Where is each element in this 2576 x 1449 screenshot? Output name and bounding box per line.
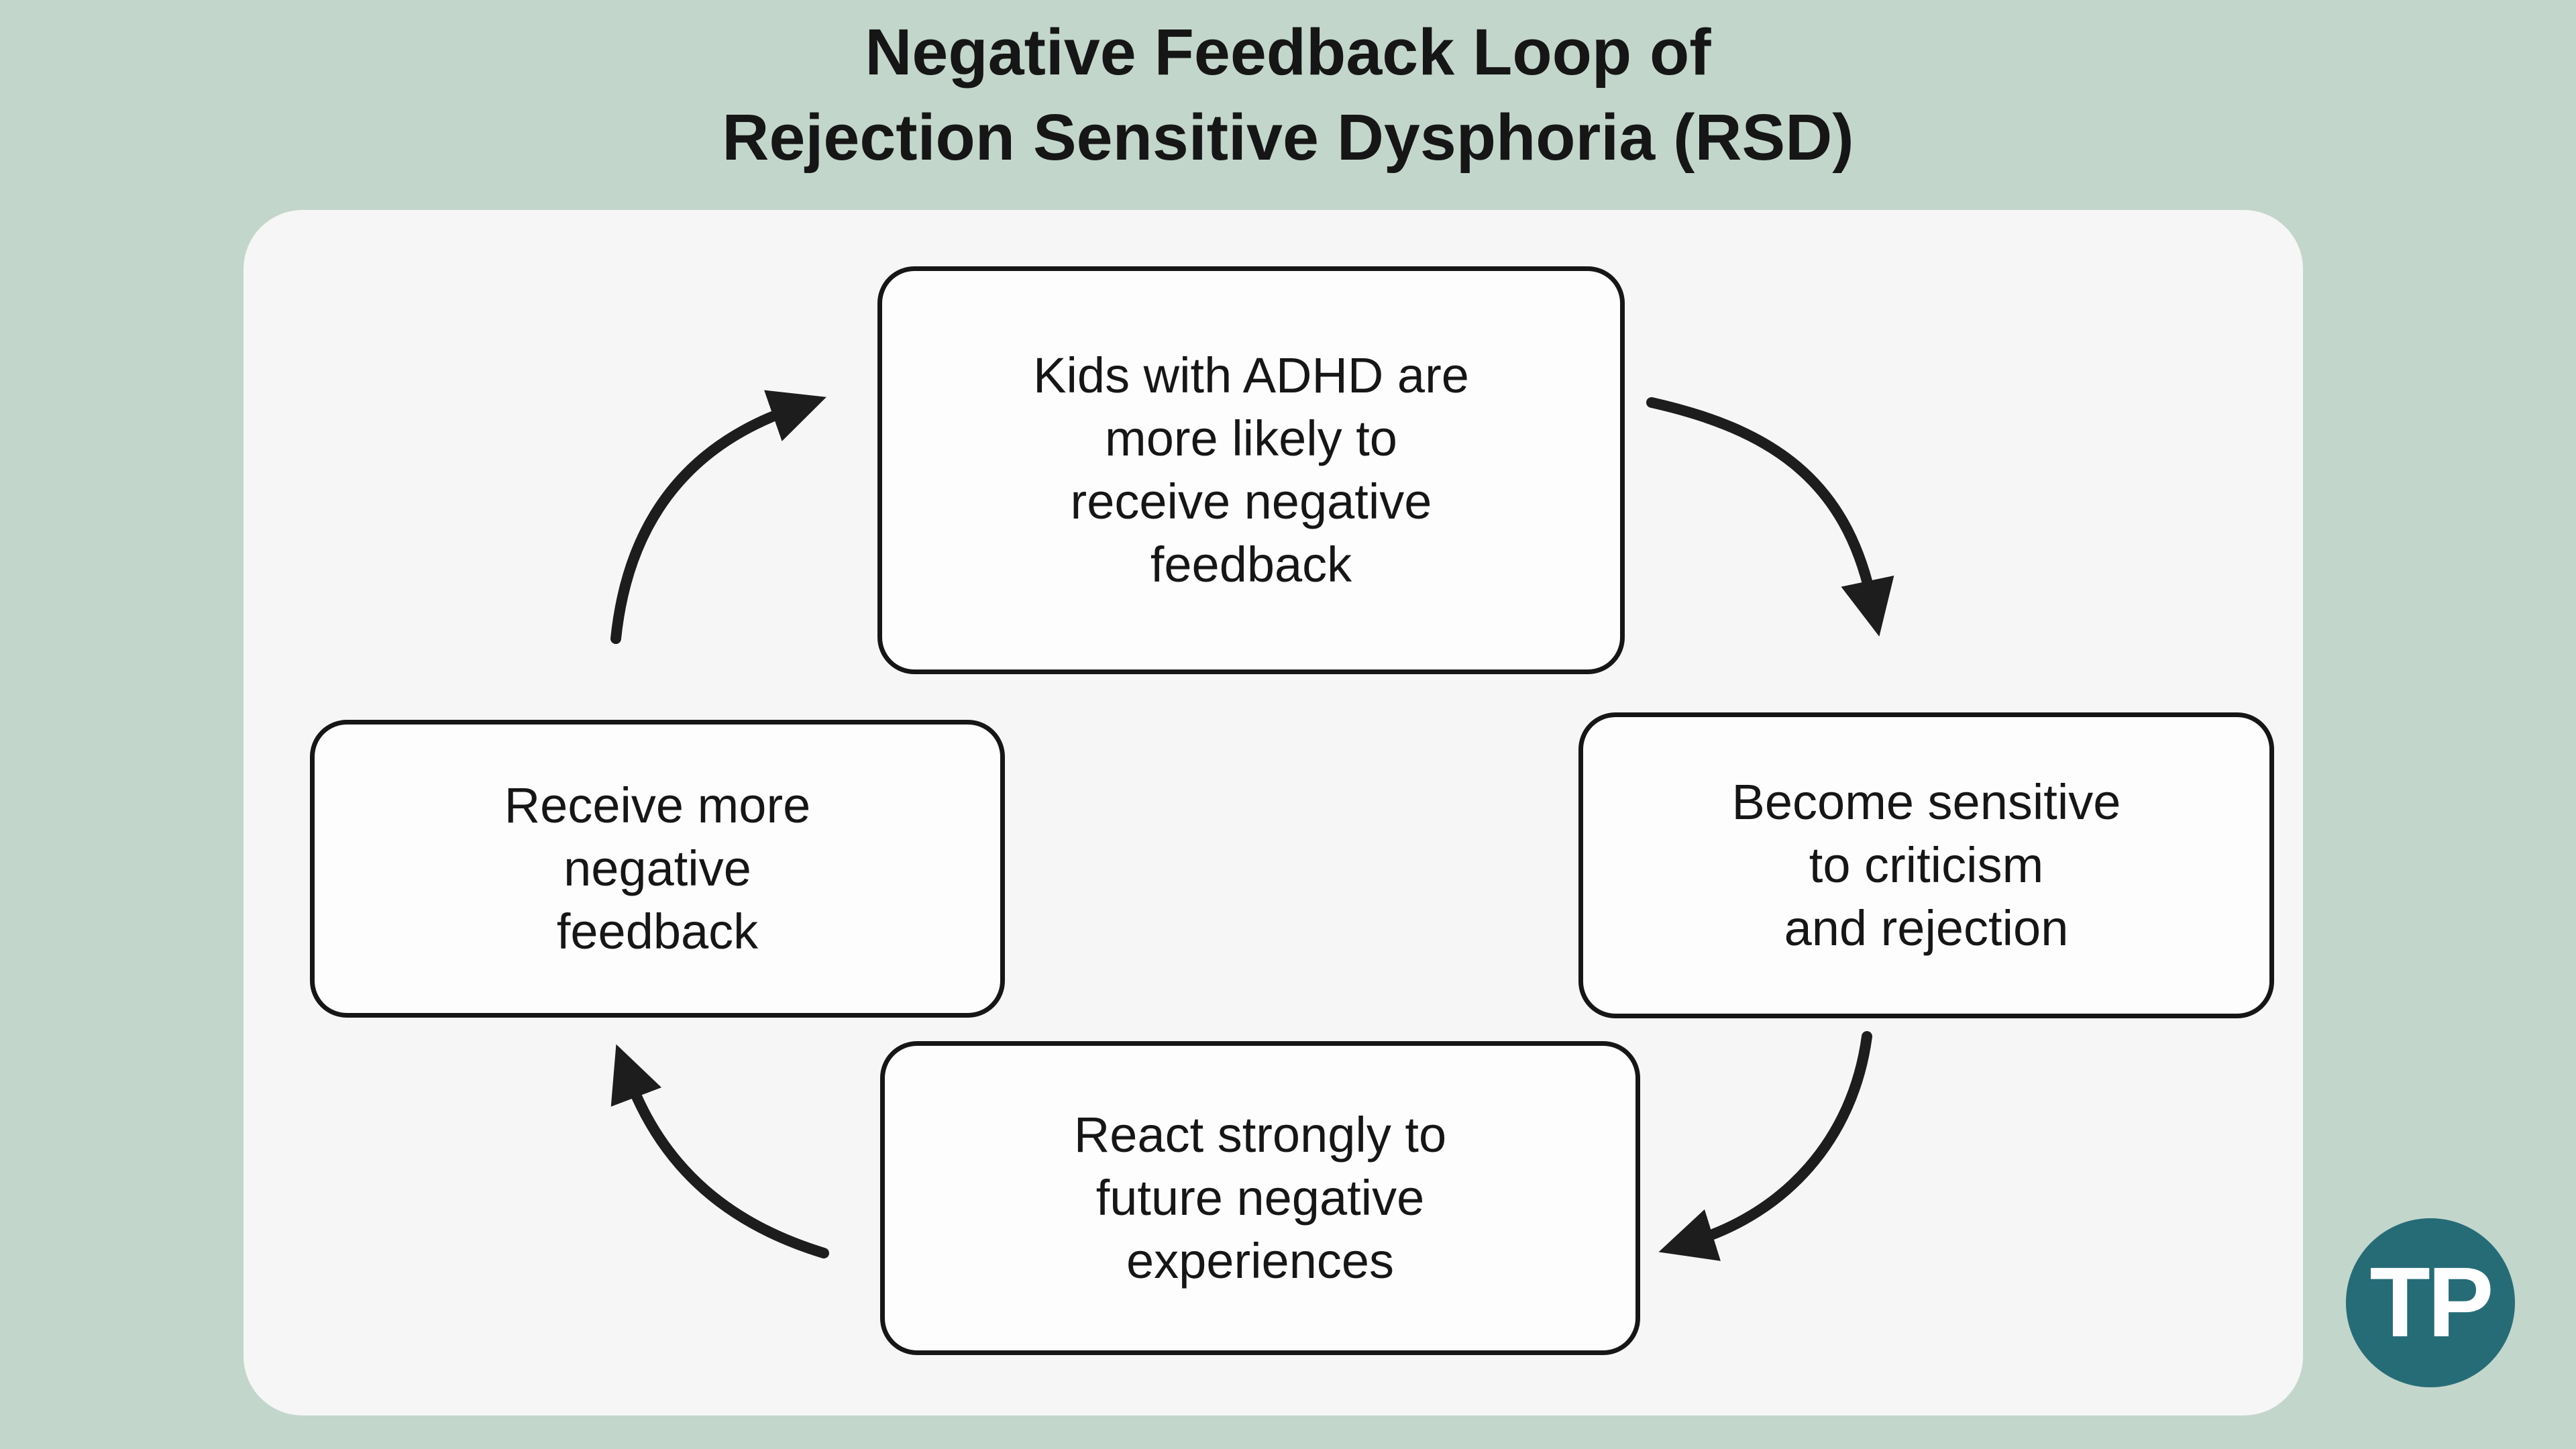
step-text-line: negative (564, 841, 751, 896)
arrow-right-to-bottom-icon (1658, 1031, 1872, 1261)
step-text-line: React strongly to (1073, 1107, 1447, 1163)
diagram-title-line1: Negative Feedback Loop of (865, 15, 1711, 89)
diagram-title-line2: Rejection Sensitive Dysphoria (RSD) (722, 101, 1854, 174)
step-text-line: feedback (556, 904, 759, 959)
step-text-line: future negative (1095, 1170, 1425, 1226)
step-text-line: feedback (1150, 537, 1352, 592)
arrow-top-to-right-icon (1646, 397, 1894, 637)
step-text-line: receive negative (1070, 474, 1432, 529)
step-text-line: Kids with ADHD are (1033, 347, 1469, 403)
cycle-step-become-sensitive: Become sensitive to criticism and reject… (1578, 712, 2274, 1018)
diagram-title: Negative Feedback Loop of Rejection Sens… (0, 9, 2576, 180)
cycle-step-negative-feedback-likelihood: Kids with ADHD are more likely to receiv… (877, 266, 1625, 674)
cycle-step-receive-more-feedback: Receive more negative feedback (310, 720, 1005, 1018)
tp-brand-logo: TP (2346, 1218, 2515, 1387)
step-text-line: more likely to (1105, 411, 1397, 466)
arrow-bottom-to-left-icon (610, 1044, 829, 1258)
arrow-left-to-top-icon (610, 390, 826, 644)
step-text-line: Receive more (504, 777, 811, 833)
cycle-step-react-strongly: React strongly to future negative experi… (880, 1041, 1640, 1355)
step-text-line: to criticism (1809, 837, 2044, 893)
step-text-line: and rejection (1784, 900, 2069, 956)
step-text-line: Become sensitive (1731, 774, 2121, 830)
tp-logo-text: TP (2369, 1247, 2493, 1358)
step-text-line: experiences (1126, 1233, 1394, 1289)
